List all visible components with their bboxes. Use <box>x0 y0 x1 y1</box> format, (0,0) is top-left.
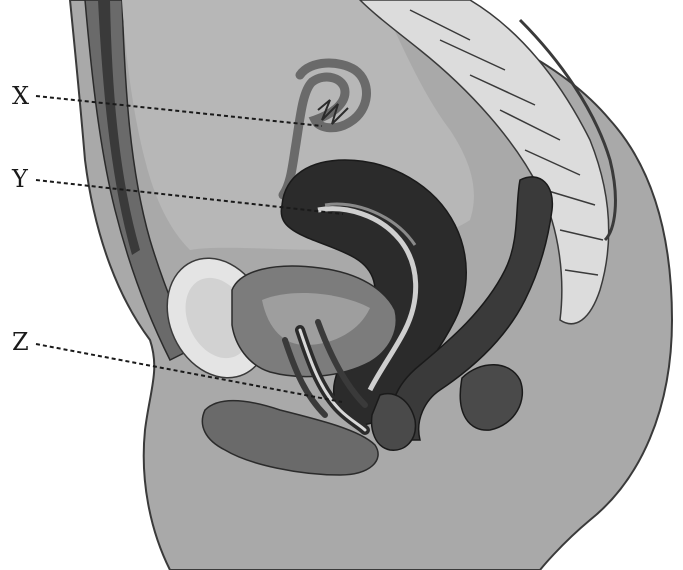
label-z: Z <box>12 330 29 354</box>
label-x: X <box>12 84 29 108</box>
label-y: Y <box>12 167 28 191</box>
